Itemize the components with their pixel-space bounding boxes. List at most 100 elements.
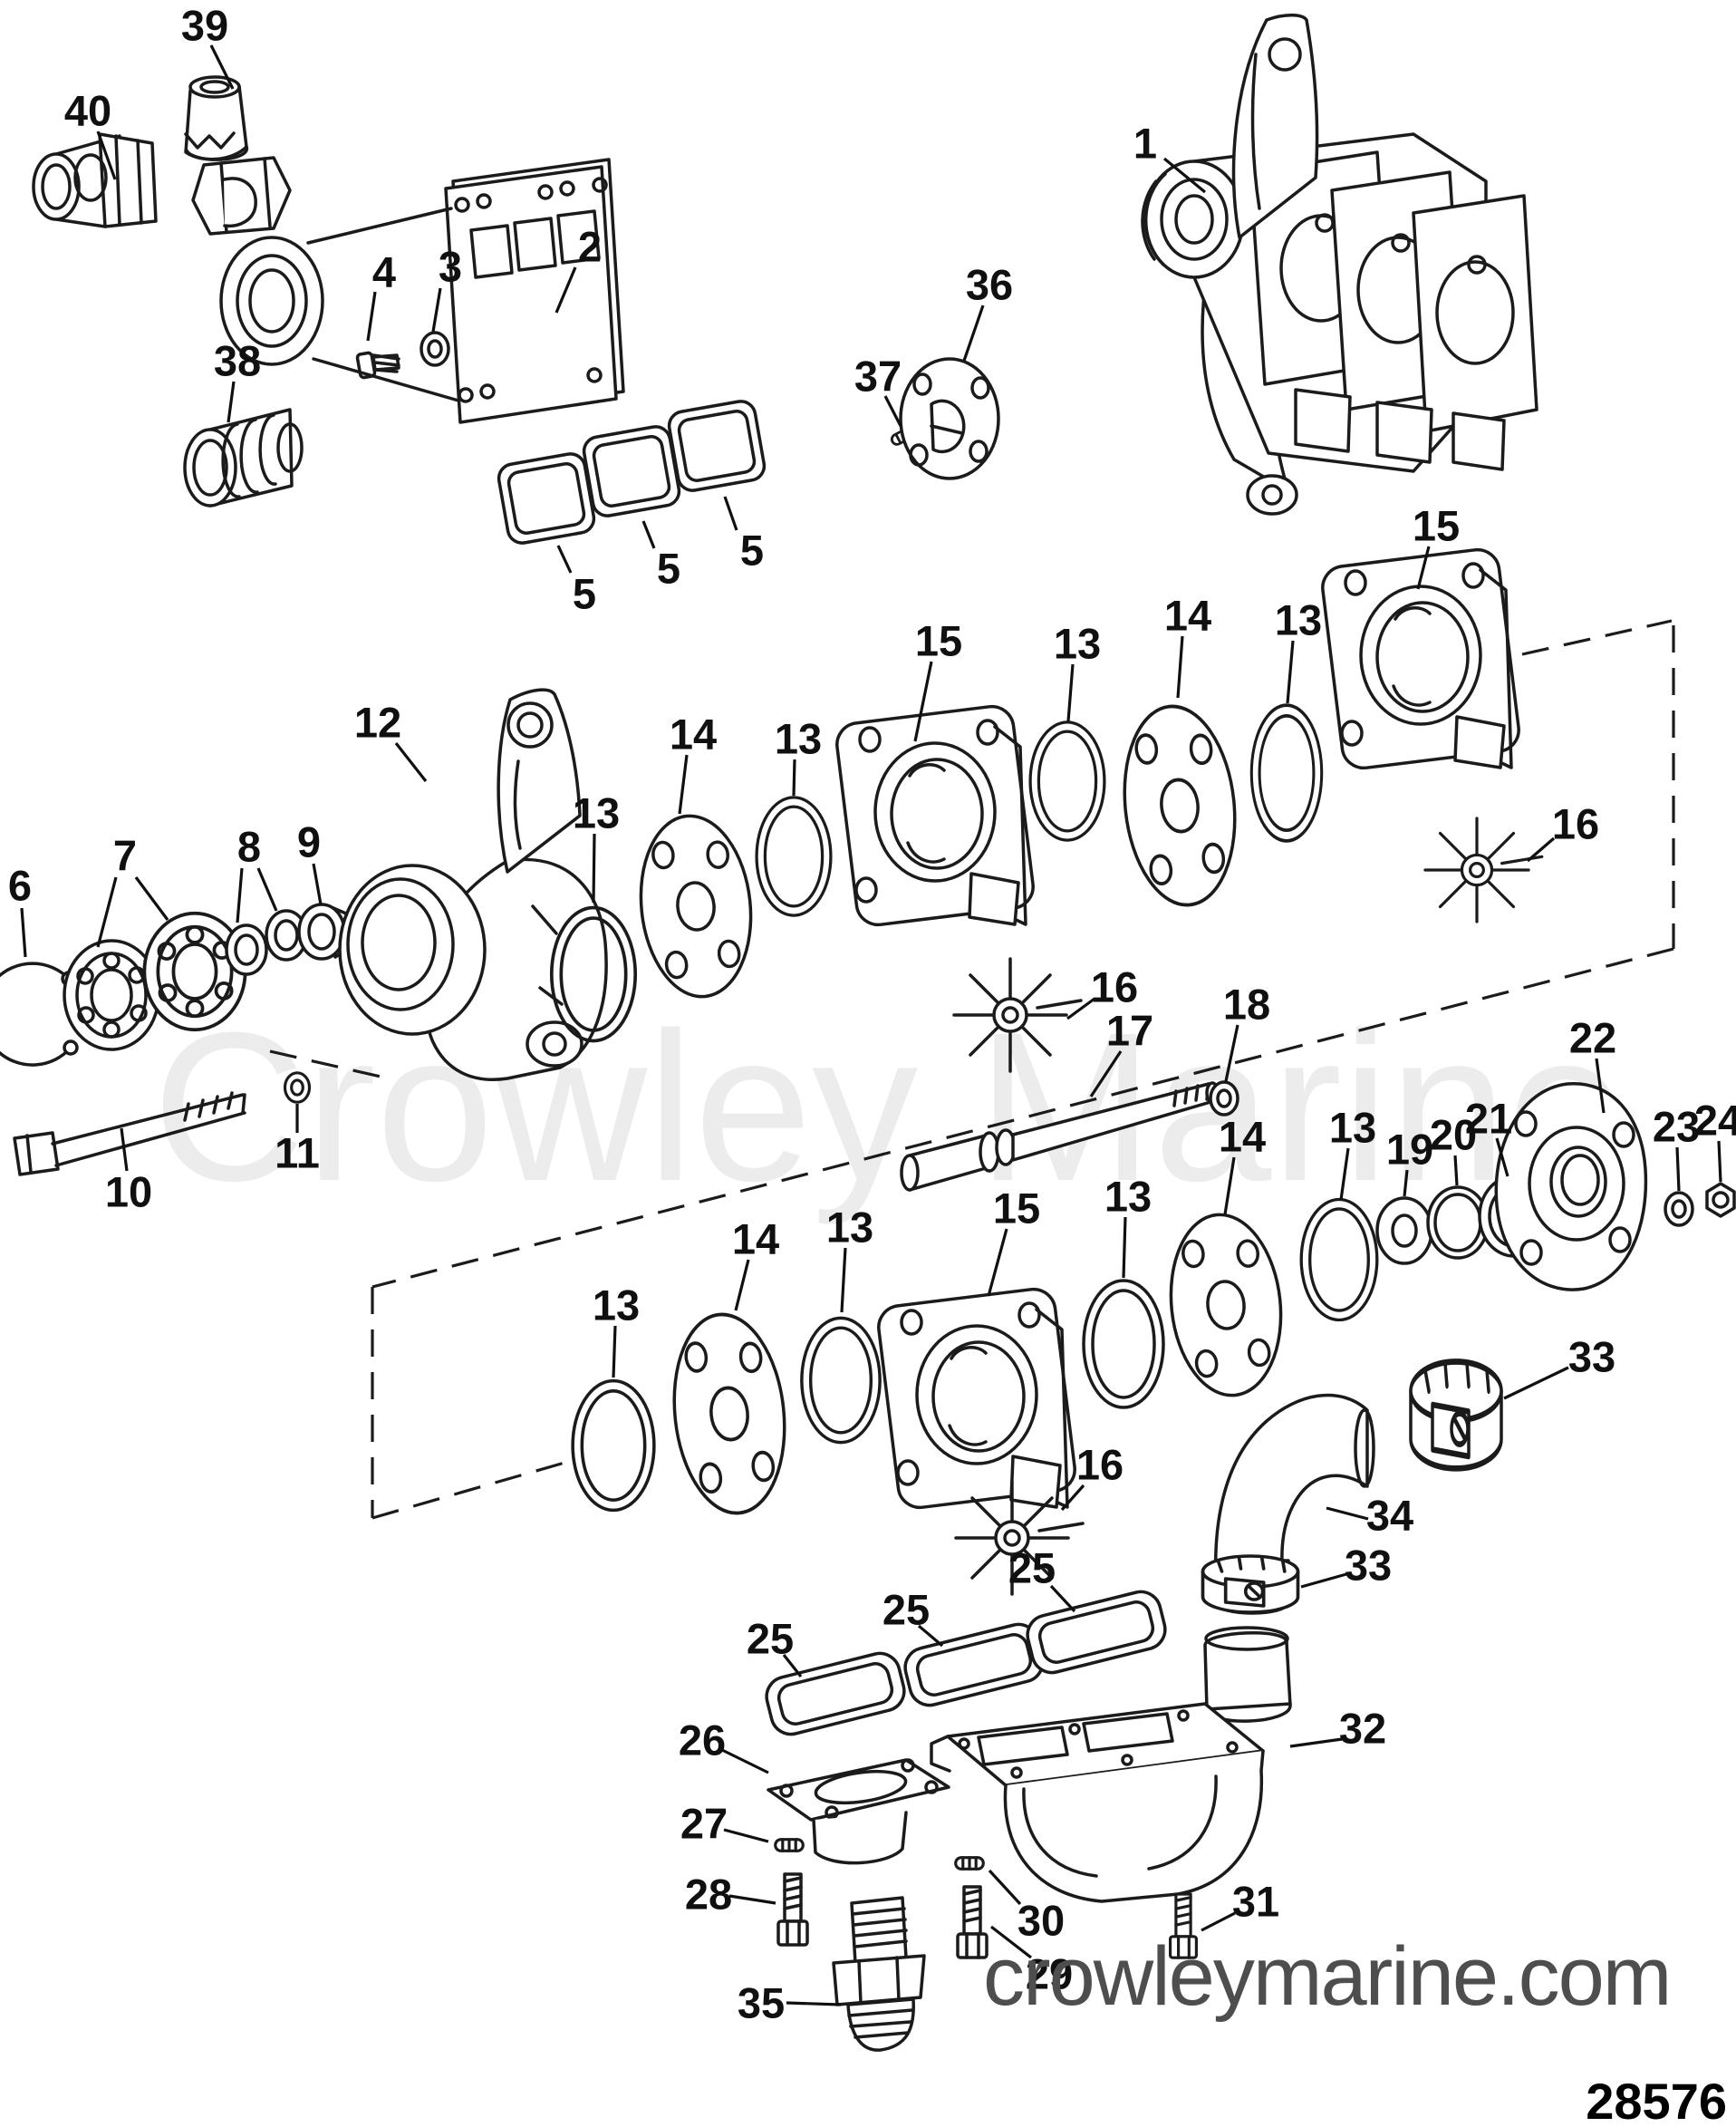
- callout-label-26[interactable]: 26: [679, 1716, 726, 1764]
- callout-label-9[interactable]: 9: [297, 818, 321, 866]
- callout-label-33[interactable]: 33: [1345, 1542, 1392, 1590]
- seal-ring-18: [1209, 1080, 1239, 1117]
- leader-line: [120, 1127, 129, 1172]
- callout-label-13[interactable]: 13: [573, 789, 620, 837]
- callout-label-28[interactable]: 28: [685, 1871, 732, 1919]
- callout-label-33[interactable]: 33: [1568, 1333, 1615, 1381]
- end-cap-retainer-22: [1494, 1082, 1648, 1291]
- plate-14-a: [631, 808, 761, 1004]
- callout-label-23[interactable]: 23: [1653, 1103, 1700, 1151]
- gasket-5-b: [580, 422, 683, 520]
- callout-label-19[interactable]: 19: [1386, 1126, 1433, 1174]
- callout-label-17[interactable]: 17: [1106, 1007, 1153, 1055]
- leader-line: [917, 1624, 944, 1648]
- callout-label-32[interactable]: 32: [1339, 1705, 1386, 1753]
- straight-connector-40: [32, 132, 158, 228]
- bolt-28: [776, 1872, 809, 1947]
- callout-label-5[interactable]: 5: [740, 527, 764, 575]
- leader-line: [1176, 635, 1184, 699]
- o-ring-13-g: [800, 1316, 882, 1445]
- callout-label-13[interactable]: 13: [1054, 620, 1101, 668]
- leader-line: [962, 305, 985, 362]
- callout-label-31[interactable]: 31: [1232, 1878, 1279, 1926]
- o-ring-13-c: [1028, 720, 1106, 842]
- callout-label-39[interactable]: 39: [181, 2, 228, 50]
- callout-label-40[interactable]: 40: [64, 87, 111, 135]
- callout-label-13[interactable]: 13: [775, 715, 822, 763]
- callout-label-15[interactable]: 15: [993, 1184, 1040, 1233]
- callout-label-12[interactable]: 12: [354, 699, 401, 747]
- leader-line: [1060, 1484, 1085, 1512]
- callout-label-29[interactable]: 29: [1026, 1950, 1073, 1998]
- callout-label-3[interactable]: 3: [439, 243, 462, 291]
- leader-line: [723, 1828, 769, 1843]
- callout-label-8[interactable]: 8: [237, 823, 261, 871]
- callout-label-20[interactable]: 20: [1430, 1111, 1477, 1159]
- cover-disc-36: [899, 357, 1000, 480]
- callout-label-11[interactable]: 11: [275, 1129, 320, 1177]
- leader-line: [134, 876, 169, 921]
- callout-label-37[interactable]: 37: [854, 353, 902, 401]
- callout-label-16[interactable]: 16: [1076, 1441, 1124, 1489]
- callout-label-30[interactable]: 30: [1017, 1897, 1065, 1945]
- leader-line: [678, 754, 689, 815]
- callout-label-13[interactable]: 13: [1329, 1104, 1376, 1152]
- callout-label-18[interactable]: 18: [1223, 981, 1270, 1029]
- callout-label-36[interactable]: 36: [966, 261, 1013, 309]
- callout-label-27[interactable]: 27: [680, 1800, 728, 1848]
- callout-label-5[interactable]: 5: [657, 545, 680, 593]
- callout-label-24[interactable]: 24: [1694, 1097, 1736, 1145]
- ball-bearing-7-b: [142, 911, 247, 1032]
- callout-label-15[interactable]: 15: [915, 617, 962, 665]
- callout-label-35[interactable]: 35: [738, 1979, 785, 2027]
- callout-label-34[interactable]: 34: [1366, 1492, 1413, 1540]
- through-bolt-10: [13, 1091, 246, 1176]
- callout-label-6[interactable]: 6: [8, 862, 32, 910]
- callout-label-13[interactable]: 13: [1104, 1173, 1152, 1221]
- callout-label-2[interactable]: 2: [578, 223, 602, 271]
- callout-label-16[interactable]: 16: [1091, 963, 1138, 1011]
- washer-3: [420, 331, 450, 367]
- plate-14-b: [1113, 699, 1247, 913]
- adapter-flange-26: [767, 1758, 950, 1865]
- callout-label-22[interactable]: 22: [1569, 1014, 1616, 1062]
- plate-14-c: [1161, 1207, 1291, 1403]
- callout-label-7[interactable]: 7: [113, 832, 137, 880]
- leader-line: [96, 876, 118, 948]
- leader-line: [1503, 1366, 1569, 1400]
- gasket-25-a: [760, 1648, 911, 1740]
- callout-label-25[interactable]: 25: [882, 1586, 930, 1634]
- leader-line: [209, 44, 235, 90]
- callout-label-13[interactable]: 13: [826, 1204, 873, 1252]
- callout-label-10[interactable]: 10: [105, 1168, 152, 1216]
- callout-label-25[interactable]: 25: [747, 1615, 794, 1663]
- leader-line: [1339, 1147, 1350, 1201]
- callout-label-4[interactable]: 4: [372, 248, 396, 296]
- leader-line: [236, 867, 244, 923]
- leader-line: [1416, 546, 1431, 590]
- callout-label-14[interactable]: 14: [732, 1215, 779, 1263]
- callout-label-14[interactable]: 14: [1164, 592, 1211, 640]
- callout-label-25[interactable]: 25: [1008, 1544, 1056, 1592]
- callout-label-21[interactable]: 21: [1465, 1095, 1512, 1143]
- callout-label-13[interactable]: 13: [1275, 596, 1322, 644]
- callout-label-38[interactable]: 38: [214, 337, 261, 385]
- leader-line: [913, 661, 933, 742]
- leader-line: [1066, 997, 1095, 1020]
- callout-label-5[interactable]: 5: [573, 570, 596, 618]
- leader-line: [782, 1654, 803, 1677]
- washer-23: [1664, 1191, 1694, 1227]
- callout-label-14[interactable]: 14: [670, 711, 717, 759]
- leader-line: [556, 545, 573, 574]
- callout-label-13[interactable]: 13: [593, 1281, 640, 1329]
- callout-label-1[interactable]: 1: [1133, 120, 1157, 168]
- pump-housing-15-a: [833, 702, 1037, 929]
- callout-label-15[interactable]: 15: [1413, 502, 1460, 550]
- leader-line: [723, 496, 738, 531]
- drawing-number: 28576: [1586, 2073, 1727, 2127]
- callout-label-16[interactable]: 16: [1552, 800, 1599, 848]
- leader-line: [1326, 1506, 1369, 1521]
- callout-label-14[interactable]: 14: [1219, 1113, 1266, 1161]
- leader-line: [1223, 1156, 1236, 1215]
